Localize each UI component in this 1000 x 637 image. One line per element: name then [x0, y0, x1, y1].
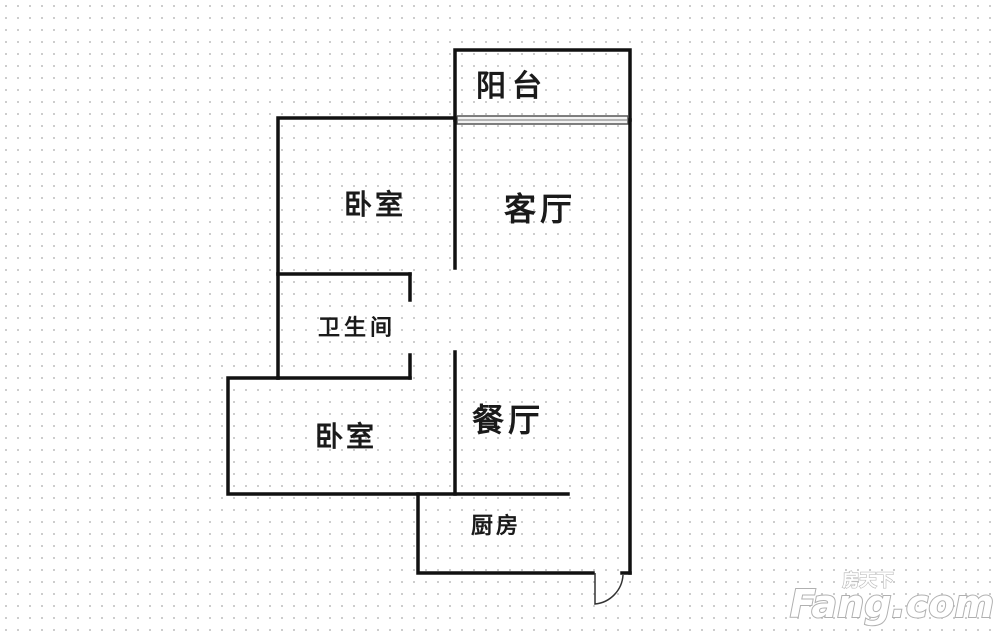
- label-living-room: 客厅: [504, 190, 576, 228]
- label-bathroom: 卫生间: [318, 315, 396, 341]
- room-labels: 阳台 客厅 卧室 卫生间 卧室 餐厅 厨房: [315, 69, 576, 539]
- watermark-en: Fang.com: [790, 582, 994, 626]
- label-balcony: 阳台: [476, 69, 548, 104]
- label-dining-room: 餐厅: [472, 401, 544, 439]
- bedroom-upper-walls: [276, 116, 457, 380]
- label-kitchen: 厨房: [471, 513, 521, 539]
- entrance-door-swing: [594, 573, 624, 605]
- walls: [226, 48, 632, 605]
- bedroom-lower-walls: [226, 376, 570, 496]
- balcony-walls: [453, 48, 632, 122]
- label-bedroom-lower: 卧室: [315, 420, 377, 453]
- watermark: 房天下 Fang.com: [789, 569, 995, 627]
- label-bedroom-upper: 卧室: [344, 188, 406, 221]
- kitchen-walls: [416, 492, 595, 575]
- watermark-cn: 房天下: [843, 570, 894, 591]
